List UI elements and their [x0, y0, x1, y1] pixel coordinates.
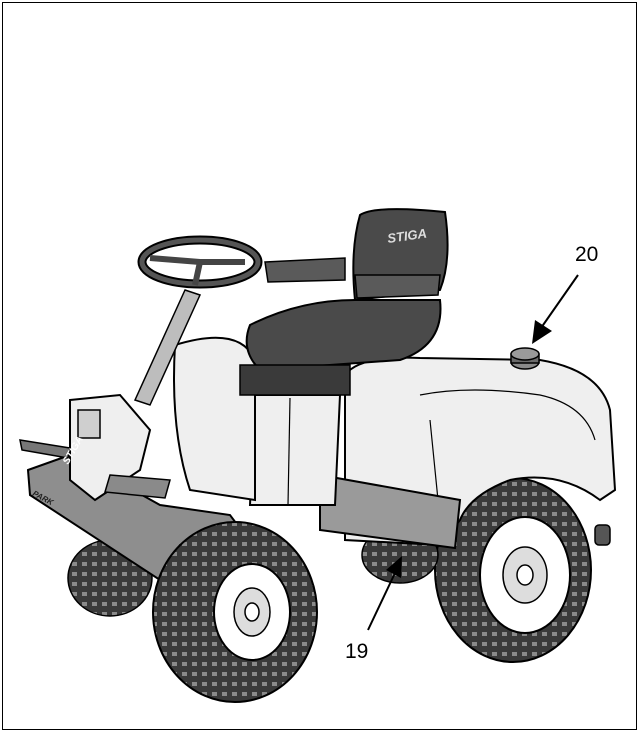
callout-arrow-20: [532, 274, 579, 344]
steering-wheel: [137, 235, 263, 289]
side-skirt: [319, 473, 462, 550]
seat: STIGA: [239, 208, 449, 396]
callout-label-20: 20: [575, 243, 599, 266]
callout-arrow-19: [367, 556, 402, 631]
front-body: [173, 336, 256, 502]
rear-wheel: [434, 477, 592, 663]
fuel-tank-cap: [510, 347, 540, 370]
callout-label-19: 19: [345, 640, 369, 663]
seat-column: [248, 394, 342, 506]
seat-brand-text: STIGA: [386, 226, 427, 246]
front-wheel: [152, 521, 318, 703]
